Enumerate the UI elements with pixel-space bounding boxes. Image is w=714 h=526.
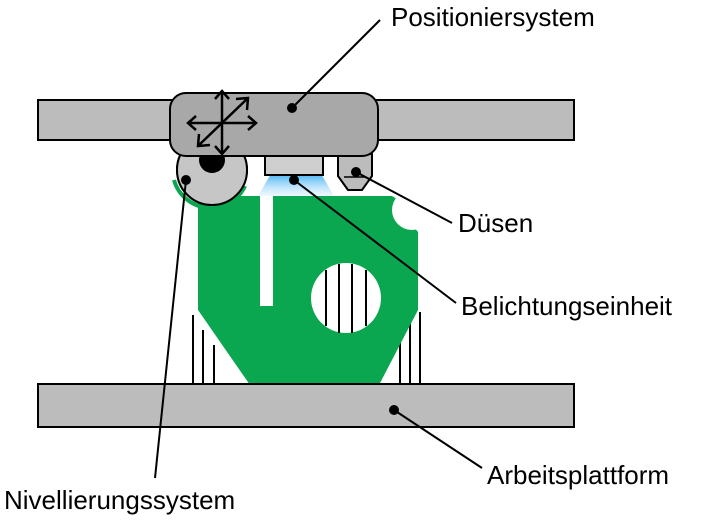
leader-leveling: [154, 175, 191, 479]
leader-exposure-unit: [289, 175, 457, 304]
label-positioning-system: Positioniersystem: [391, 2, 595, 32]
label-exposure-unit: Belichtungseinheit: [461, 291, 673, 321]
printed-part: [198, 190, 432, 385]
label-leveling-system: Nivellierungssystem: [4, 485, 236, 515]
exposure-unit-box: [264, 155, 324, 176]
leader-nozzles: [351, 167, 453, 224]
work-platform: [37, 383, 575, 428]
label-nozzles: Düsen: [458, 208, 534, 238]
move-arrows-icon: [186, 89, 258, 156]
label-work-platform: Arbeitsplattform: [487, 460, 670, 490]
leader-work-platform: [389, 405, 483, 469]
leader-positioning: [287, 19, 381, 113]
support-posts: [192, 312, 421, 385]
